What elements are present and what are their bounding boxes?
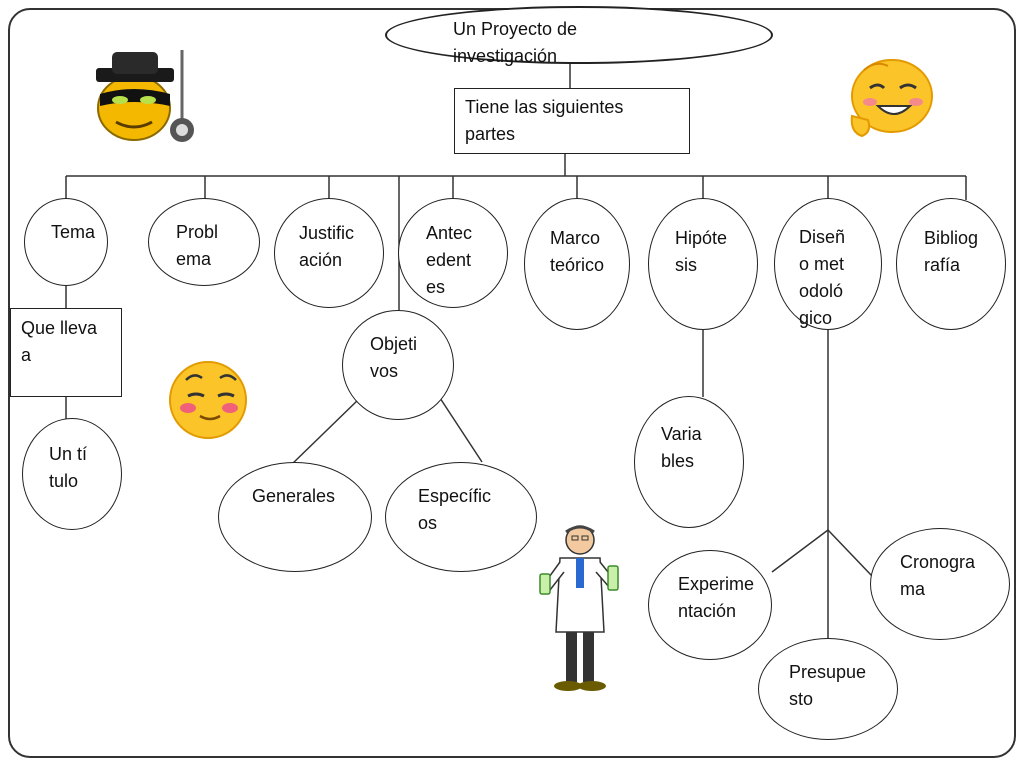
marco-teorico-node: Marco teórico xyxy=(524,198,630,330)
scientist-icon xyxy=(539,525,619,691)
especificos-node: Específicos xyxy=(385,462,537,572)
especificos-label: Específicos xyxy=(418,486,492,533)
hipotesis-node: Hipótesis xyxy=(648,198,758,330)
root-label: Un Proyecto de investigación xyxy=(453,19,578,66)
justificacion-label: Justificación xyxy=(299,223,355,270)
diseno-metodologico-node: Diseño metodológico xyxy=(774,198,882,330)
un-titulo-label: Un título xyxy=(49,444,88,491)
variables-label: Variables xyxy=(661,424,702,471)
presupuesto-label: Presupuesto xyxy=(789,662,867,709)
bibliografia-node: Bibliografía xyxy=(896,198,1006,330)
bibliografia-label: Bibliografía xyxy=(924,228,979,275)
que-lleva-box: Que lleva a xyxy=(10,308,122,397)
objetivos-node: Objetivos xyxy=(342,310,454,420)
experimentacion-node: Experimentación xyxy=(648,550,772,660)
problema-label: Problema xyxy=(176,222,219,269)
parts-box-label: Tiene las siguientes partes xyxy=(465,97,624,144)
justificacion-node: Justificación xyxy=(274,198,384,308)
problema-node: Problema xyxy=(148,198,260,286)
antecedentes-node: Antecedentes xyxy=(398,198,508,308)
presupuesto-node: Presupuesto xyxy=(758,638,898,740)
generales-label: Generales xyxy=(252,486,336,506)
objetivos-label: Objetivos xyxy=(370,334,418,381)
generales-node: Generales xyxy=(218,462,372,572)
bandit-smiley-icon xyxy=(96,50,194,142)
root-node: Un Proyecto de investigación xyxy=(385,6,773,66)
tema-node: Tema xyxy=(24,198,108,286)
antecedentes-label: Antecedentes xyxy=(426,223,473,297)
hipotesis-label: Hipótesis xyxy=(675,228,728,275)
laughing-smiley-icon xyxy=(850,59,933,138)
shy-smiley-icon xyxy=(169,361,247,439)
variables-node: Variables xyxy=(634,396,744,528)
experimentacion-label: Experimentación xyxy=(678,574,755,621)
cronograma-node: Cronograma xyxy=(870,528,1010,640)
cronograma-label: Cronograma xyxy=(900,552,976,599)
tema-label: Tema xyxy=(51,222,96,242)
un-titulo-node: Un título xyxy=(22,418,122,530)
parts-box: Tiene las siguientes partes xyxy=(454,88,690,154)
diseno-metodologico-label: Diseño metodológico xyxy=(799,227,846,328)
marco-teorico-label: Marco teórico xyxy=(550,228,605,275)
que-lleva-label: Que lleva a xyxy=(21,318,98,365)
